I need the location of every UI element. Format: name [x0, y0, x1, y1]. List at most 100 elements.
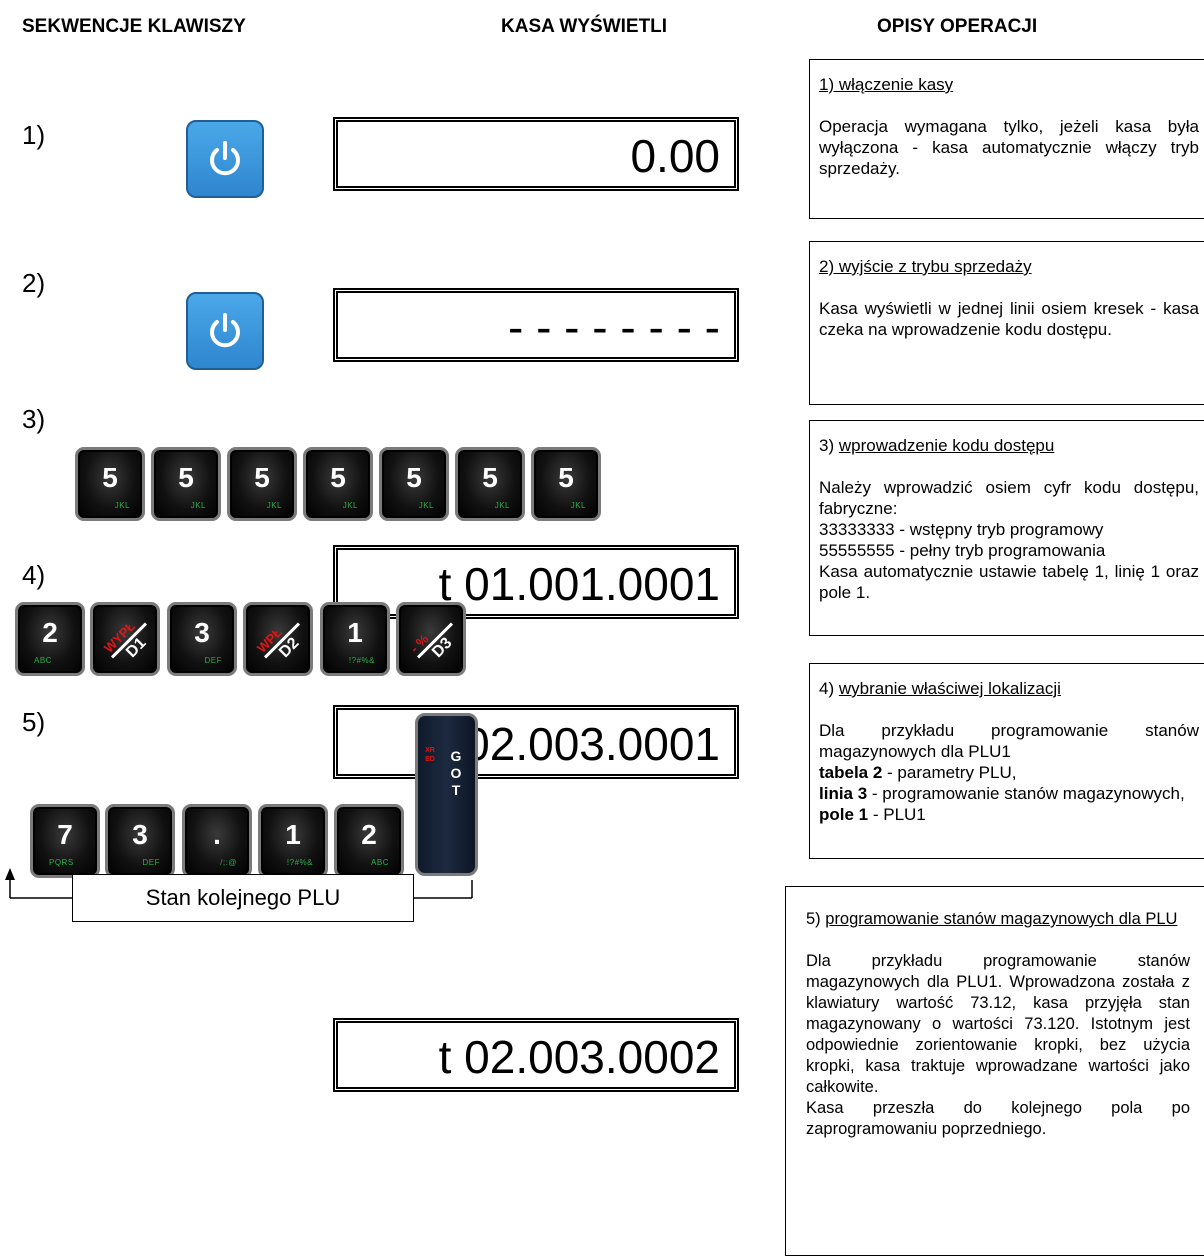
key-digit: 7	[57, 819, 73, 850]
key-digit: 5	[406, 462, 422, 493]
key-digit: 5	[482, 462, 498, 493]
description-step5: 5) programowanie stanów magazynowych dla…	[785, 886, 1204, 1256]
step-1-label: 1)	[22, 120, 46, 150]
key-letters: ABC	[371, 858, 389, 867]
step-5-label: 5)	[22, 707, 46, 737]
display-text: - - - - - - - -	[507, 301, 720, 353]
description-bold: tabela 2	[819, 763, 883, 782]
header-key-sequences: SEKWENCJE KLAWISZY	[22, 16, 246, 37]
key-digit: 1	[285, 819, 301, 850]
loop-label-box: Stan kolejnego PLU	[72, 874, 414, 922]
description-body: Kasa wyświetli w jednej linii osiem kres…	[819, 299, 1199, 339]
key-1[interactable]: 1 !?#%&	[320, 602, 390, 676]
key-digit: 1	[347, 617, 363, 648]
description-step3: 3) wprowadzenie kodu dostępu Należy wpro…	[809, 420, 1204, 636]
display-step2: - - - - - - - -	[333, 288, 739, 362]
description-body: Dla przykładu programowanie stanów magaz…	[806, 952, 1190, 1096]
display-text: 0.00	[630, 130, 720, 182]
header-display: KASA WYŚWIETLI	[501, 16, 668, 37]
key-letters: !?#%&	[286, 858, 313, 867]
description-step4: 4) wybranie właściwej lokalizacji Dla pr…	[809, 663, 1204, 859]
key-digit: 3	[194, 617, 210, 648]
description-line: Kasa przeszła do kolejnego pola po zapro…	[806, 1099, 1190, 1138]
key-letters: DEF	[204, 656, 222, 665]
description-body: Należy wprowadzić osiem cyfr kodu dostęp…	[819, 478, 1199, 518]
key-dot[interactable]: . /;:@	[182, 804, 252, 878]
description-text: - programowanie stanów magazynowych,	[867, 784, 1185, 803]
description-bold: pole 1	[819, 805, 869, 824]
description-line: 33333333 - wstępny tryb programowy	[819, 520, 1104, 539]
key-letters: JKL	[418, 501, 434, 510]
loop-arrow	[5, 868, 473, 899]
key-percent-d3[interactable]: - % D3	[396, 602, 466, 676]
display-text: t 02.003.0002	[438, 1031, 720, 1083]
description-body: Operacja wymagana tylko, jeżeli kasa był…	[819, 117, 1199, 178]
description-number: 3)	[819, 436, 835, 455]
step-4-label: 4)	[22, 560, 46, 590]
key-letters: JKL	[342, 501, 358, 510]
power-key-step1[interactable]	[186, 120, 264, 198]
key-digit: 2	[361, 819, 377, 850]
display-text: t 02.003.0001	[438, 718, 720, 770]
key-digit: 5	[102, 462, 118, 493]
power-icon	[210, 141, 240, 176]
description-text: - PLU1	[868, 805, 926, 824]
key-got[interactable]: XRED GOT	[415, 713, 478, 876]
description-line: Kasa automatycznie ustawie tabelę 1, lin…	[819, 562, 1199, 602]
display-text: t 01.001.0001	[438, 558, 720, 610]
description-number: 4)	[819, 679, 835, 698]
key-letters: JKL	[570, 501, 586, 510]
display-step1: 0.00	[333, 117, 739, 191]
key-1[interactable]: 1 !?#%&	[258, 804, 328, 878]
display-step4: t 02.003.0001	[333, 705, 739, 779]
step-2-label: 2)	[22, 268, 46, 298]
header-descriptions: OPISY OPERACJI	[877, 16, 1038, 37]
key-digit: 3	[132, 819, 148, 850]
key-wypl-d1[interactable]: WYPŁ D1	[90, 602, 160, 676]
description-line: 55555555 - pełny tryb programowania	[819, 541, 1106, 560]
key-letters: JKL	[190, 501, 206, 510]
key-digit: 5	[178, 462, 194, 493]
power-key-step2[interactable]	[186, 292, 264, 370]
description-title: 1) włączenie kasy	[819, 75, 954, 94]
description-title: programowanie stanów magazynowych dla PL…	[825, 910, 1178, 928]
description-number: 5)	[806, 910, 821, 928]
key-letters: /;:@	[220, 858, 237, 867]
key-wpl-d2[interactable]: WPŁ D2	[243, 602, 313, 676]
description-intro: Dla przykładu programowanie stanów magaz…	[819, 721, 1199, 761]
description-step2: 2) wyjście z trybu sprzedaży Kasa wyświe…	[809, 241, 1204, 405]
description-text: - parametry PLU,	[882, 763, 1017, 782]
key-digit: 5	[558, 462, 574, 493]
key-letters: ABC	[34, 656, 52, 665]
description-step1: 1) włączenie kasy Operacja wymagana tylk…	[809, 59, 1204, 219]
description-title: 2) wyjście z trybu sprzedaży	[819, 257, 1032, 276]
power-icon	[210, 313, 240, 348]
key-letters: JKL	[494, 501, 510, 510]
key-digit: .	[213, 819, 221, 850]
display-step5: t 02.003.0002	[333, 1018, 739, 1092]
key-digit: 2	[42, 617, 58, 648]
description-bold: linia 3	[819, 784, 868, 803]
step-3-label: 3)	[22, 404, 46, 434]
key-letters: !?#%&	[348, 656, 375, 665]
key-letters: JKL	[114, 501, 130, 510]
description-title: wybranie właściwej lokalizacji	[838, 679, 1061, 698]
key-letters: DEF	[142, 858, 160, 867]
key-digit: 5	[330, 462, 346, 493]
description-title: wprowadzenie kodu dostępu	[838, 436, 1055, 455]
key-label: GOT	[450, 748, 462, 798]
key-letters: PQRS	[49, 858, 74, 867]
key-top-label: - %	[407, 631, 432, 656]
